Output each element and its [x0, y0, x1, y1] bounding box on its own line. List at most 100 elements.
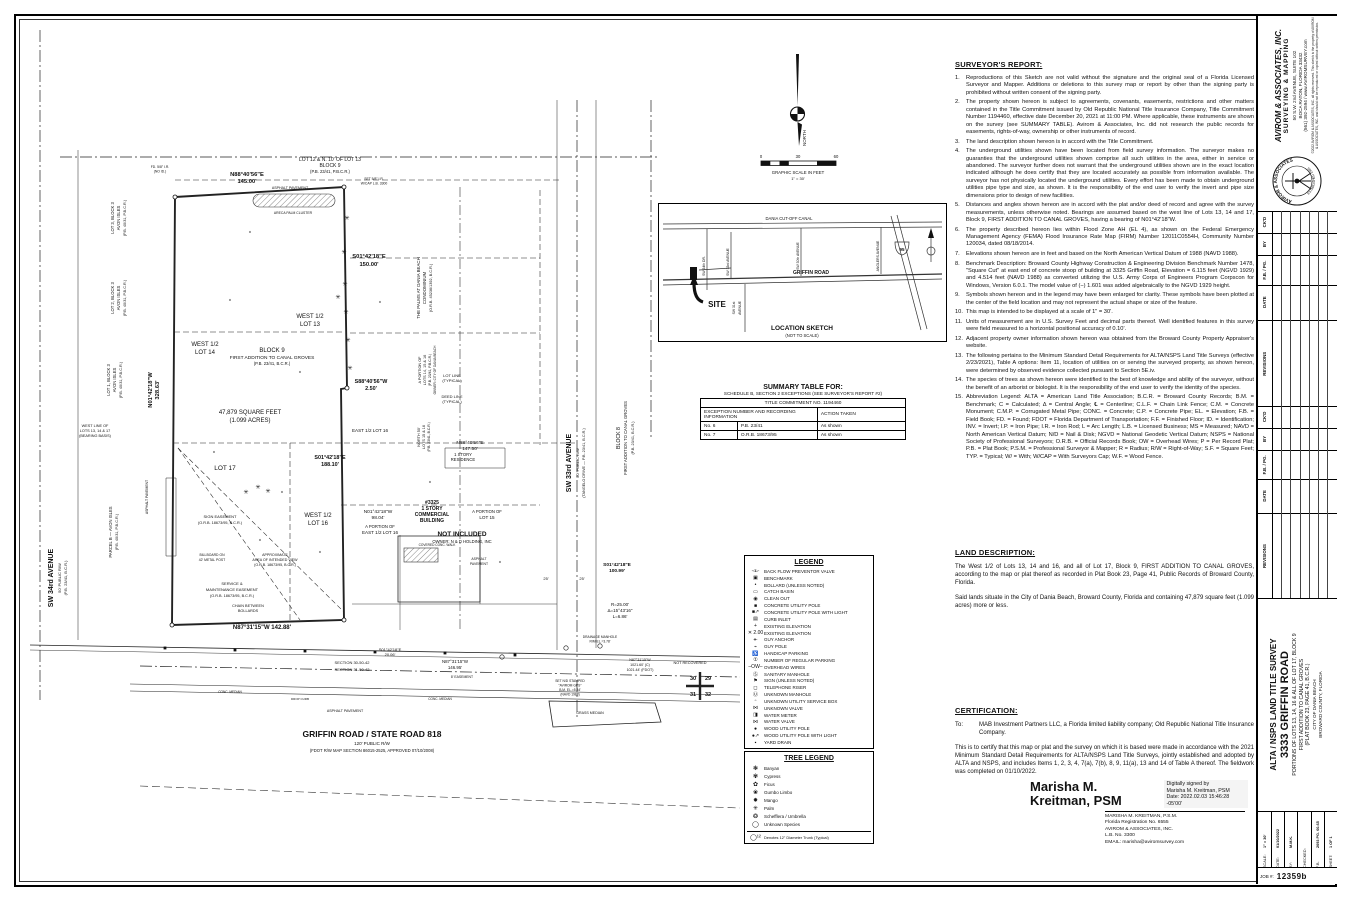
info-value: M.M.K. [1288, 835, 1293, 848]
legend-symbol-icon: –OW– [748, 664, 763, 671]
plan-label: (O.R.B. 18673/95, B.C.R.) [210, 594, 255, 598]
revision-row-line [1327, 406, 1329, 598]
legend-item-label: CATCH BASIN [764, 589, 794, 595]
plan-line [29, 649, 741, 663]
sheet-info-band: SHEET:1 OF 1 [1324, 811, 1337, 868]
legend-item: ◨WATER METER [747, 712, 871, 719]
revision-column-band: DATE [1258, 479, 1337, 514]
revision-column-header: CK'D [1262, 216, 1267, 228]
legend-symbol-icon: ■↗ [751, 609, 760, 616]
street-label-sw-34-ave: SW 34rd AVENUE [48, 549, 55, 608]
sheet-info-band: DATE:01/10/2022 [1271, 811, 1286, 868]
plan-label: N87°31'15"W [629, 658, 651, 662]
legend-item: ⚑SIGN (UNLESS NOTED) [747, 678, 871, 685]
report-item: The following pertains to the Minimum St… [955, 353, 1254, 375]
tree-symbol: ✳ [344, 215, 349, 222]
tree-symbol: ✳ [343, 309, 348, 316]
tree-legend-title: TREE LEGEND [784, 755, 834, 762]
street-label-sw-33-ave: SW 33rd AVENUE [566, 434, 573, 493]
plan-label: 47,879 SQUARE FEET [219, 410, 282, 416]
plan-label: S88°40'56"W [355, 379, 389, 385]
plan-label: EAST 1/2 LOT 16 [352, 428, 389, 433]
plan-label: (P.B. 40/31, P.B.C.R.) [123, 199, 127, 236]
transit-icon [1284, 172, 1311, 190]
manhole-symbol [499, 654, 505, 660]
plan-label: AVON ISLES [116, 205, 121, 230]
tree-symbol-icon: ❃ [752, 765, 759, 772]
revision-column-header: DATE [1262, 490, 1267, 502]
plan-label: ASPHALT PAVEMENT [145, 480, 149, 514]
tree-symbol-icon: ✸ [752, 797, 759, 804]
report-item: The property described hereon lies withi… [955, 227, 1254, 249]
plan-label: 98.04' [372, 515, 385, 521]
plan-label: A PORTION OF [365, 524, 395, 529]
legend-symbol-icon: ▫ [754, 698, 757, 705]
plan-label: W/CAP L.B. 3300 [361, 182, 388, 186]
report-item: The species of trees as shown hereon wer… [955, 377, 1254, 392]
plan-label: (P.B. 40/31, P.B.C.R.) [123, 279, 127, 316]
plan-line [177, 447, 301, 621]
legend-item: ▭CATCH BASIN [747, 589, 871, 596]
cert-body: This is to certify that this map or plat… [955, 745, 1254, 776]
legend-item: ❃Banyan [747, 764, 871, 772]
areca-palm-cluster-area [252, 193, 336, 208]
legend-symbol-icon: ▪ [754, 739, 757, 746]
plan-label: N01°42'18"W [364, 509, 393, 515]
info-value: 01/10/2022 [1275, 828, 1280, 848]
plan-label: DROP CURB [291, 697, 309, 701]
revision-column-header: F.B. / PG. [1262, 260, 1267, 280]
revision-row-line [1318, 406, 1319, 598]
section-number: 29 [705, 676, 711, 682]
revision-column-header: CK'D [1262, 411, 1267, 423]
plan-label: EAST 1/2 LOT 16 [362, 530, 399, 535]
revision-row-line [1318, 211, 1319, 406]
plan-label: ASPHALT PAVEMENT [327, 709, 364, 713]
info-label: F.B. [1315, 861, 1320, 868]
legend-item: ▪YARD DRAIN [747, 739, 871, 746]
info-value: 1 OF 1 [1328, 836, 1333, 848]
cert-to-text: MAB Investment Partners LLC, a Florida l… [979, 722, 1254, 737]
plan-label: S01°42'18"E [603, 562, 632, 568]
legend-symbol-icon: ■ [753, 602, 758, 609]
legend-item-label: SANITARY MANHOLE [764, 671, 810, 677]
revision-column-header: BY [1262, 241, 1267, 248]
company-logo-icon: AVIROM & ASSOCIATES ESTABLISHED 1981 [1272, 156, 1321, 206]
legend-item: ⋈UNKNOWN VALVE [747, 705, 871, 712]
street-label-griffin-road: GRIFFIN ROAD / STATE ROAD 818 [302, 729, 441, 739]
plan-label: (TANGELO DRIVE — P.B. 23/41, B.C.R.) [582, 428, 586, 498]
plan-label: CHAIN BETWEEN [232, 604, 264, 608]
tree-trunk-diameter-icon: ◯¹² [750, 834, 761, 841]
survey-subdivision: FIRST ADDITION TO CANAL GROVES [1298, 658, 1305, 751]
legend-item-label: Schefflera / Umbrella [764, 814, 806, 820]
section-number: 31 [690, 692, 696, 698]
sketch-label: SW 31st [732, 302, 736, 315]
legend-item: ▣BENCHMARK [747, 575, 871, 582]
plan-label: S01°42'18"E [352, 254, 386, 260]
plan-line [129, 683, 741, 696]
plan-label: (P.B. 40/31, P.B.C.R.) [119, 361, 123, 398]
legend-item-label: CONCRETE UTILITY POLE [764, 603, 821, 609]
legend-symbol-icon: ♿ [752, 650, 759, 657]
title-block-sidebar: AVIROM & ASSOCIATES ESTABLISHED 1981 AVI… [1256, 16, 1337, 884]
legend-item-label: CLEAN OUT [764, 596, 790, 602]
site-label: SITE [708, 300, 726, 309]
plan-label: Δ=15°43'16" [608, 608, 633, 613]
elevation-mark: × [299, 370, 302, 375]
legend-symbol-icon: ⋈ [753, 718, 758, 725]
scale-tick: 0 [760, 154, 763, 159]
plan-label: ARECA PALM CLUSTER [274, 211, 313, 215]
plan-label: WEST LINE OF [82, 424, 109, 428]
plan-label: LOT 1, BLOCK 3 [106, 364, 111, 396]
utility-pole-symbol [163, 646, 167, 650]
legend-item: ●↗WOOD UTILITY POLE WITH LIGHT [747, 732, 871, 739]
manhole-symbol [563, 645, 569, 651]
plan-label: FD. 5/8" I.R. [151, 165, 170, 169]
info-label: CHECKED: [1302, 848, 1307, 868]
sketch-label: ANGLERS AVENUE [876, 240, 880, 271]
tree-symbol: ✳ [342, 281, 347, 288]
legend-symbol-icon: ↞ [753, 636, 758, 643]
plan-label: (TYPICAL) [442, 399, 462, 404]
plan-label: (P.B. 23/41, B.C.R.) [254, 361, 291, 366]
